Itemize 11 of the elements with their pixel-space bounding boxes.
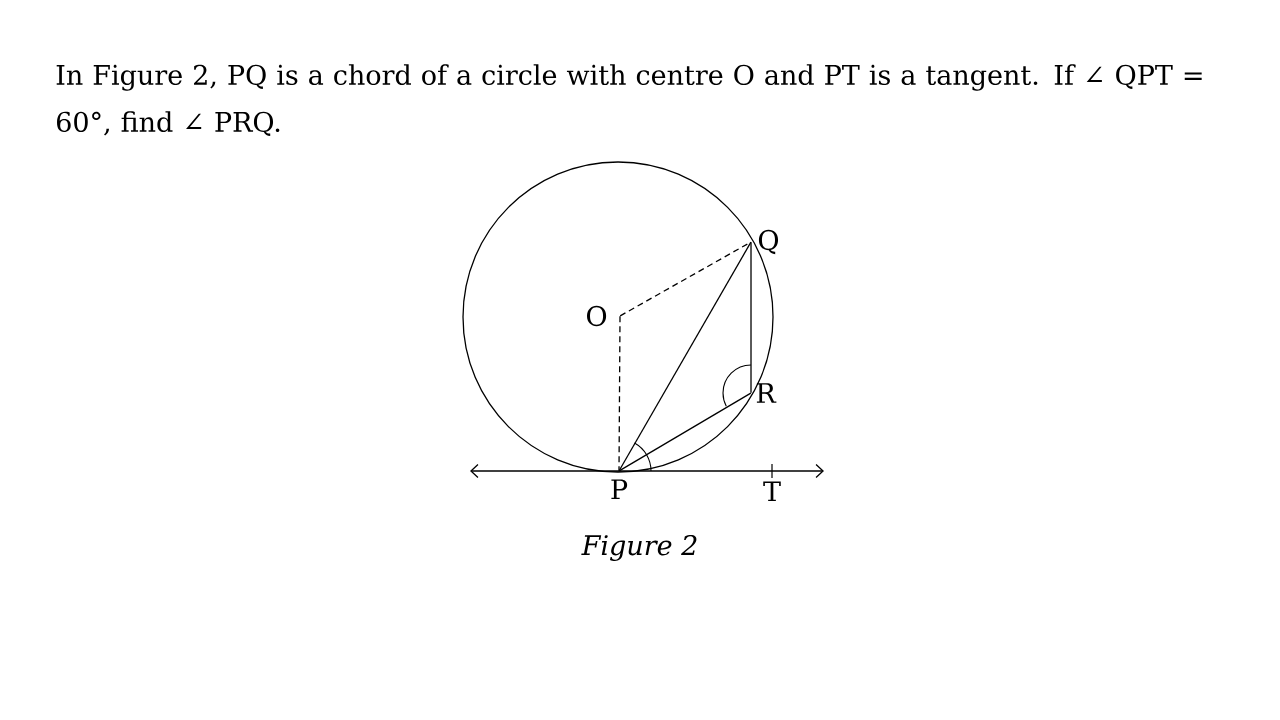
question-text: In Figure 2, PQ is a chord of a circle with centre O and PT is a tangent. If ∠ QPT = 60°, find ∠ PRQ. xyxy=(56,64,1202,137)
line-segment xyxy=(618,241,752,472)
line-segment xyxy=(618,392,752,472)
dashed-line xyxy=(618,315,621,472)
line-segment xyxy=(750,241,752,394)
point-label: P xyxy=(611,479,628,500)
point-label: T xyxy=(763,481,781,502)
point-label: Q xyxy=(758,229,779,255)
point-label: R xyxy=(756,383,777,403)
point-label: O xyxy=(587,305,607,327)
figure-caption: Figure 2 xyxy=(581,534,697,561)
